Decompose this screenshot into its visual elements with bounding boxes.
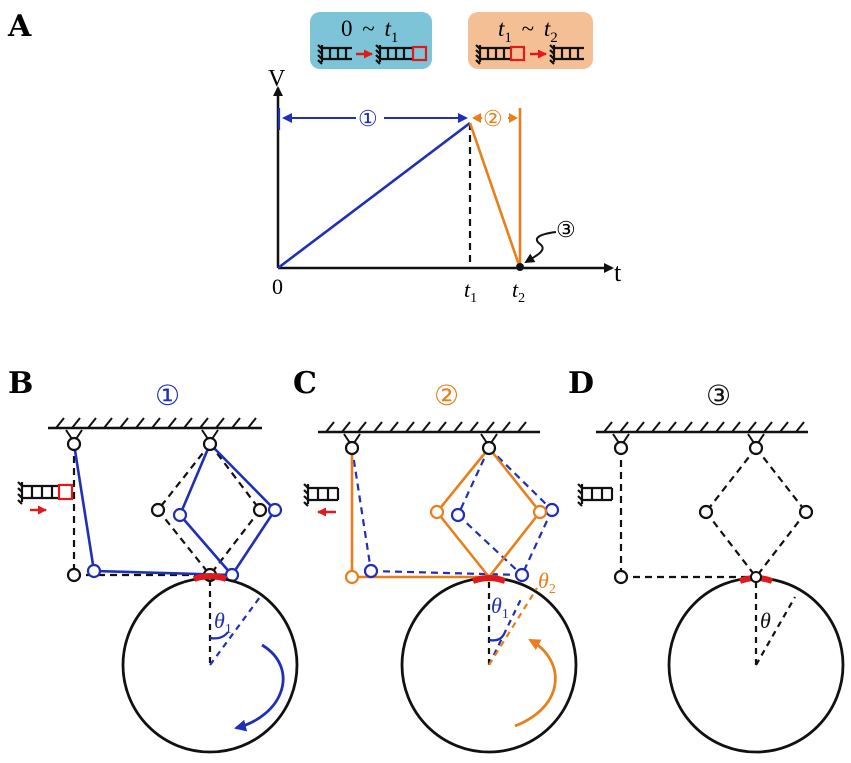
phase3-marker: ③ — [556, 217, 576, 242]
phase3-pointer — [524, 231, 557, 264]
span1-arrowhead-right — [458, 113, 468, 123]
t2-point — [516, 263, 524, 271]
tick-t2: t2 — [512, 277, 525, 306]
panel-label-d: D — [568, 366, 594, 401]
panel-label-b: B — [8, 366, 33, 401]
badge2-range: t1 ~ t2 — [498, 16, 558, 47]
mechanism-b — [17, 417, 299, 754]
phase-badge-2: t1 ~ t2 — [468, 12, 593, 69]
span1-arrowhead-left — [282, 113, 292, 123]
span1-label-bg — [356, 106, 384, 130]
actuator-icon-retracted — [317, 44, 352, 65]
actuator-icon-extended — [375, 44, 428, 65]
panel-label-c: C — [293, 366, 317, 401]
panel-c-angle-1: θ1 — [491, 593, 509, 622]
velocity-ramp-phase1 — [277, 121, 471, 270]
actuator-icon-retracted-2 — [549, 44, 584, 65]
tick-t1: t1 — [464, 277, 477, 306]
mechanism-d — [577, 421, 845, 754]
panel-d-phase-label: ③ — [706, 381, 731, 412]
span2-arrowhead-left — [472, 113, 481, 123]
span2-label-bg — [482, 106, 508, 130]
panel-b-phase-label: ① — [155, 381, 180, 412]
phase2-marker: ② — [483, 106, 503, 131]
panel-label-a: A — [7, 9, 32, 44]
span2-arrowhead-right — [509, 113, 518, 123]
mechanism-c — [303, 421, 578, 754]
badge1-range: 0 ~ t1 — [341, 16, 398, 46]
origin-label: 0 — [272, 274, 283, 299]
y-axis-label: V — [268, 66, 286, 92]
velocity-drop-phase2 — [468, 122, 522, 269]
panel-b-angle: θ1 — [214, 608, 232, 637]
x-axis-label: t — [614, 258, 622, 287]
actuator-icon-extended-2 — [475, 44, 526, 65]
phase1-marker: ① — [358, 106, 378, 131]
panel-c-phase-label: ② — [434, 381, 459, 412]
velocity-graph: V t 0 t1 t2 ① ② ③ — [268, 66, 622, 306]
panel-c-angle-2: θ2 — [538, 568, 556, 597]
phase-badge-1: 0 ~ t1 — [310, 12, 432, 69]
panel-d-angle: θ — [760, 608, 771, 633]
